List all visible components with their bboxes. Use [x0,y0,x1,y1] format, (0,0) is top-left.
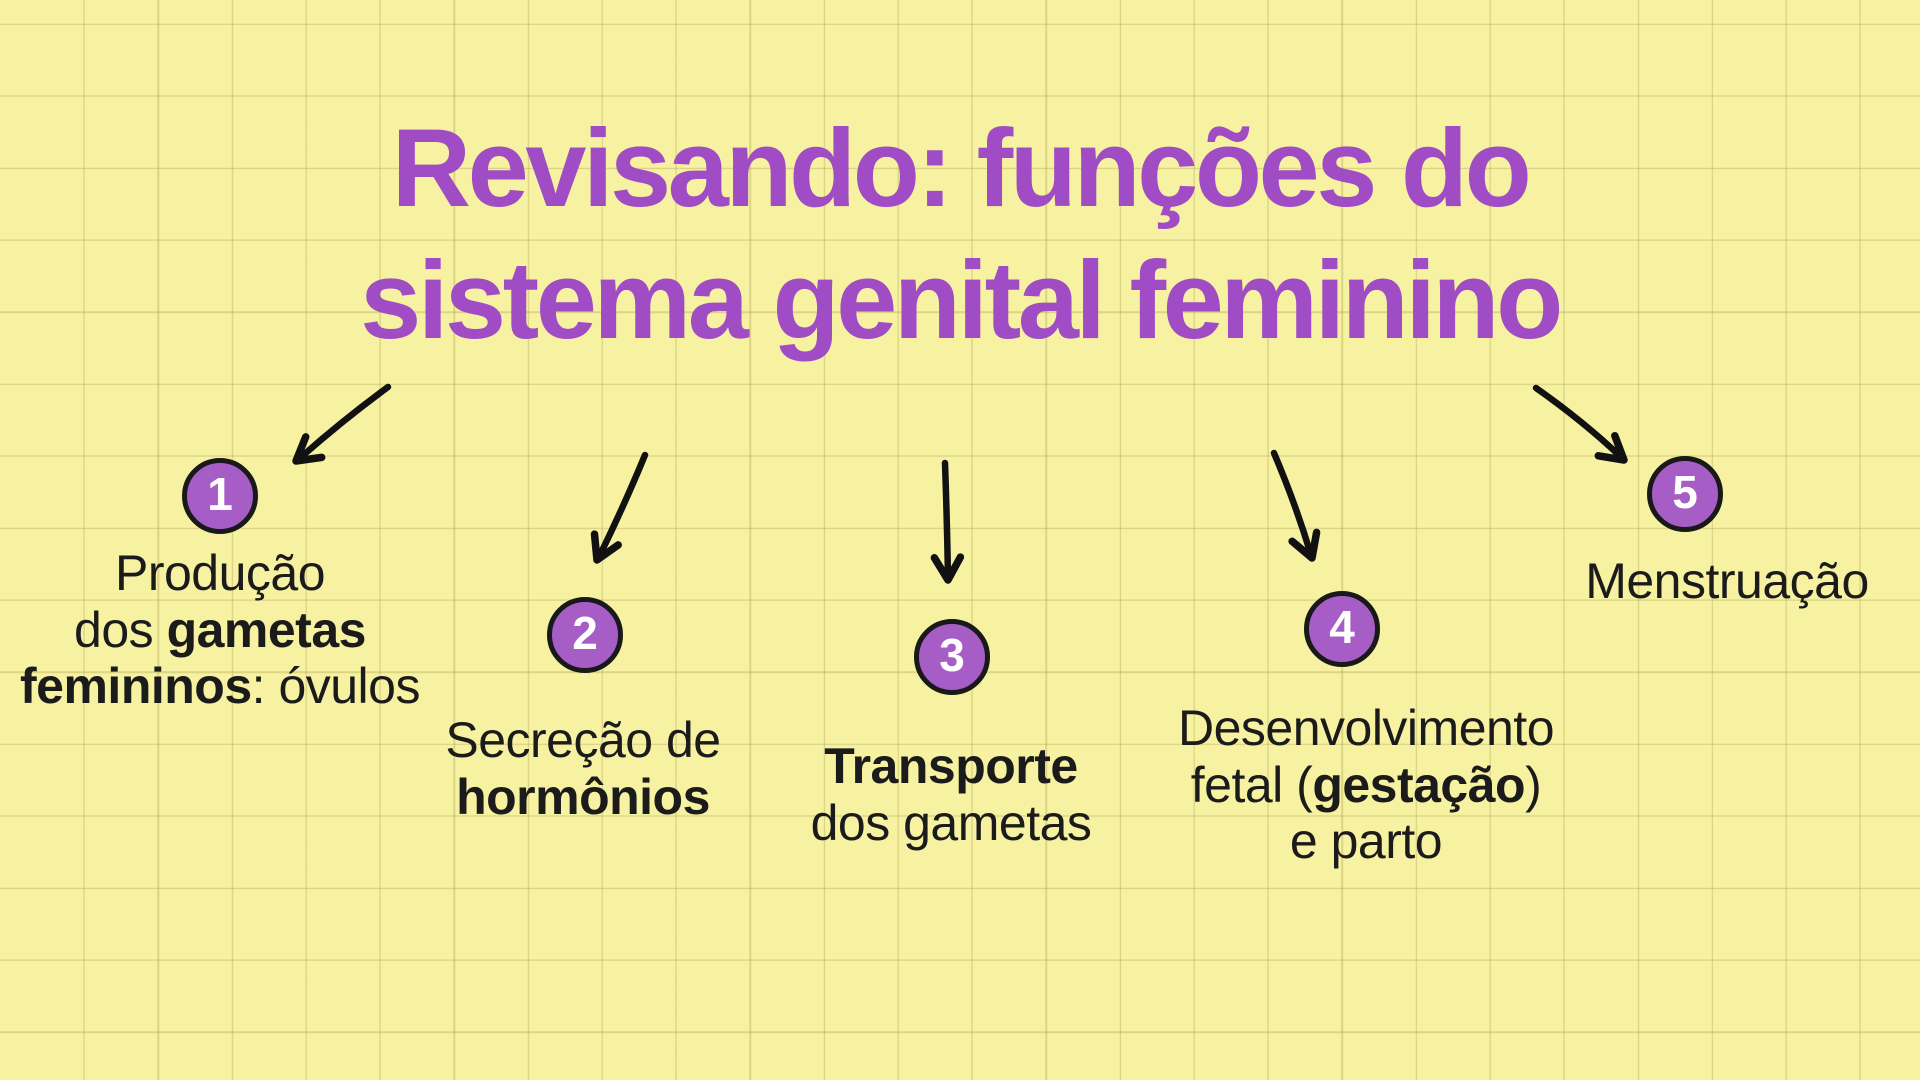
page-title-line-1: Revisando: funções do [391,107,1532,230]
arrow-down-right-icon [1270,449,1321,562]
arrow-down-right-icon [1532,384,1628,464]
step-number: 4 [1329,601,1355,653]
arrow-down-left-icon [590,451,649,564]
page-title-line-2: sistema genital feminino [360,239,1563,362]
step-number: 5 [1672,466,1698,518]
step-badge-5: 5 [1647,456,1723,532]
arrow-down-left-icon [292,383,392,465]
arrow-down-icon [930,459,965,584]
step-badge-4: 4 [1304,591,1380,667]
step-label-1: Produção dos gametas femininos: óvulos [20,545,420,714]
step-number: 1 [207,468,233,520]
step-label-5: Menstruação [1585,553,1869,609]
step-label-3: Transporte dos gametas [810,738,1092,851]
step-label-2: Secreção de hormônios [445,712,721,825]
step-label-4: Desenvolvimento fetal (gestação) e parto [1177,700,1555,869]
step-number: 2 [572,607,598,659]
step-badge-3: 3 [914,619,990,695]
step-badge-1: 1 [182,458,258,534]
page-title: Revisando: funções do sistema genital fe… [0,103,1920,367]
step-badge-2: 2 [547,597,623,673]
step-number: 3 [939,629,965,681]
